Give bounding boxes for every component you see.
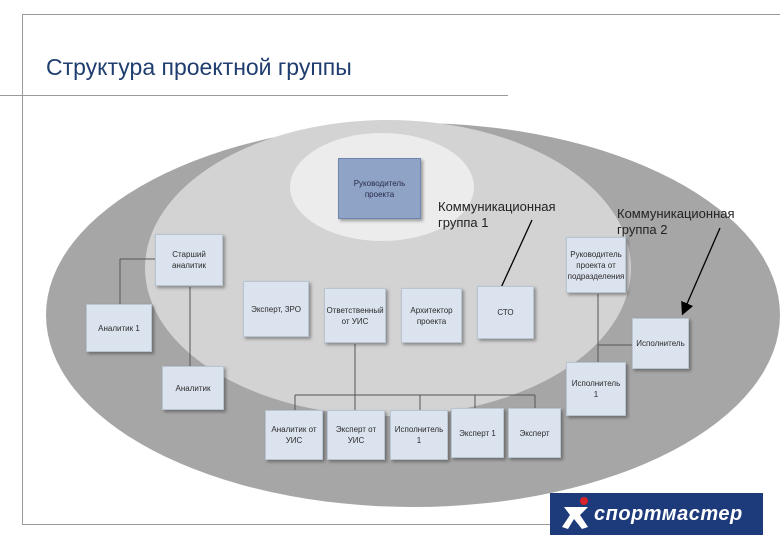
callout-group-2: Коммуникационная группа 2: [617, 206, 735, 238]
logo-text: спортмастер: [594, 502, 743, 525]
frame-left-line: [22, 14, 23, 524]
box-expert-uis: Эксперт от УИС: [327, 410, 385, 460]
callout-group-1-line-2: группа 1: [438, 215, 489, 230]
callout-group-2-line-1: Коммуникационная: [617, 206, 735, 221]
slide-title: Структура проектной группы: [46, 54, 352, 80]
frame-bottom-line: [22, 524, 550, 525]
box-executor-1-bottom: Исполнитель 1: [390, 410, 448, 460]
middle-ellipse: [145, 120, 631, 416]
box-dept-project-manager: Руководитель проекта от подразделения: [566, 237, 626, 293]
brand-logo: спортмастер: [550, 493, 763, 535]
box-expert-zro: Эксперт, ЗРО: [243, 281, 309, 337]
callout-group-1-line-1: Коммуникационная: [438, 199, 556, 214]
title-underline: [0, 95, 508, 96]
box-project-manager: Руководитель проекта: [338, 158, 421, 219]
box-expert-1: Эксперт 1: [451, 408, 504, 458]
callout-group-2-line-2: группа 2: [617, 222, 668, 237]
box-executor-1-right: Исполнитель 1: [566, 362, 626, 416]
box-cto: СТО: [477, 286, 534, 339]
callout-arrow-group-2: [681, 227, 721, 316]
box-analyst-uis: Аналитик от УИС: [265, 410, 323, 460]
box-expert: Эксперт: [508, 408, 561, 458]
box-project-architect: Архитектор проекта: [401, 288, 462, 343]
box-senior-analyst: Старший аналитик: [155, 234, 223, 286]
frame-top-line: [22, 14, 780, 15]
box-responsible-uis: Ответственный от УИС: [324, 288, 386, 343]
box-executor: Исполнитель: [632, 318, 689, 369]
box-analyst: Аналитик: [162, 366, 224, 410]
box-analyst-1: Аналитик 1: [86, 304, 152, 352]
runner-icon: [562, 497, 588, 529]
callout-group-1: Коммуникационная группа 1: [438, 199, 556, 231]
